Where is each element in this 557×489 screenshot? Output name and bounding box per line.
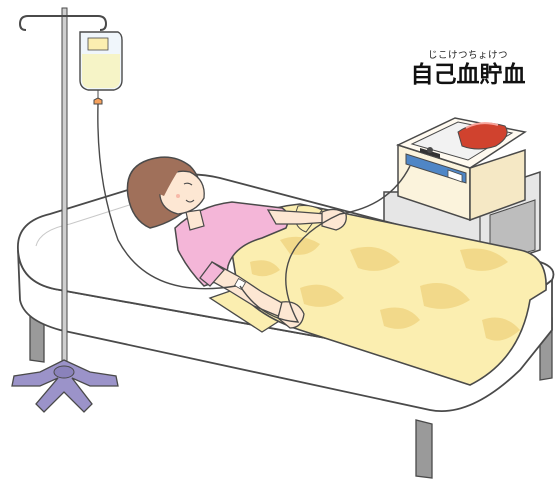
iv-tube (97, 103, 237, 290)
caption: じこけつちょけつ 自己血貯血 (393, 50, 543, 89)
blanket-icon (227, 203, 547, 386)
caption-title: 自己血貯血 (410, 62, 526, 88)
patient-icon (126, 156, 347, 329)
caption-ruby: じこけつちょけつ (427, 50, 508, 61)
blood-line (239, 165, 411, 323)
iv-stand-icon (11, 7, 119, 413)
iv-bag-icon (79, 31, 123, 105)
